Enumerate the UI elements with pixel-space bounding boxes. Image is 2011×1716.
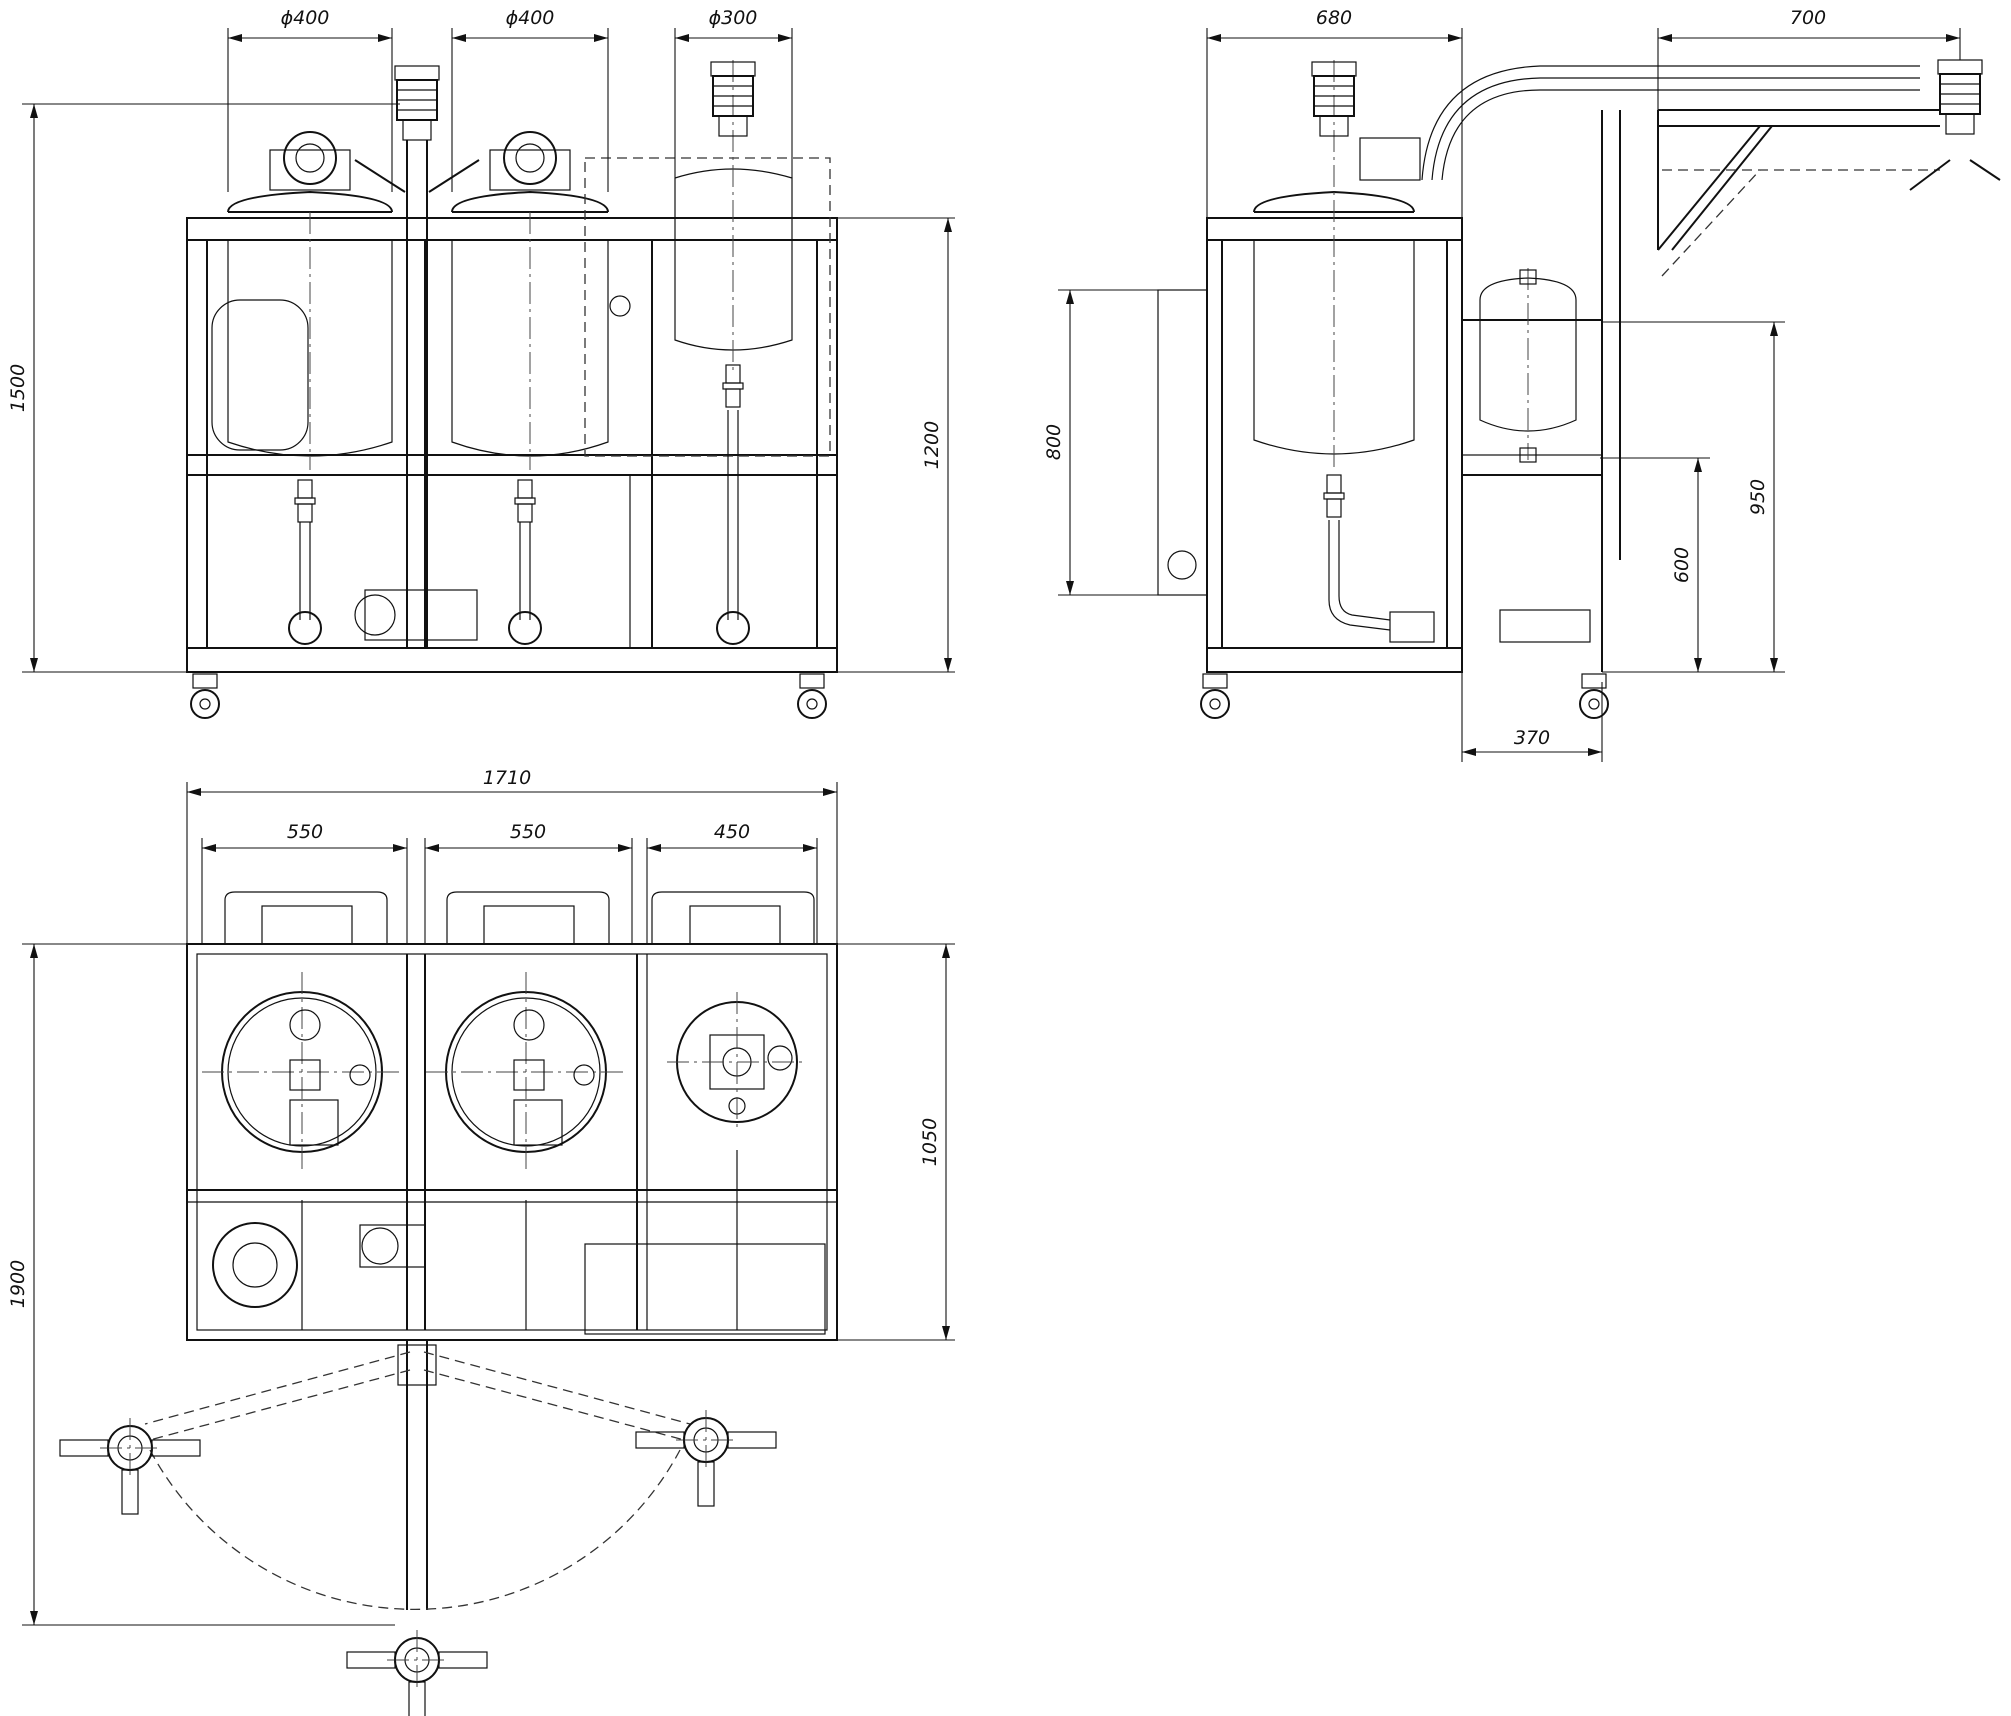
- plan-swing-arm: [59, 1340, 777, 1716]
- caster-wheel: [1200, 673, 1230, 719]
- arm-mixer-motor-icon: [1937, 59, 1983, 135]
- mixing-column: [354, 65, 480, 648]
- dim-front-tank2: ϕ400: [506, 7, 555, 29]
- dim-side-pump-offset: 370: [1514, 727, 1550, 749]
- front-dimensions: ϕ400 ϕ400 ϕ300 1500 1200: [7, 7, 955, 673]
- side-pump-2: [1499, 609, 1591, 643]
- mixing-head-icon: [346, 1629, 488, 1716]
- valve-icon: [514, 479, 536, 523]
- plan-tank-2: [426, 972, 626, 1172]
- dim-front-frame-height: 1200: [921, 421, 943, 469]
- dim-side-arm-reach: 700: [1790, 7, 1826, 29]
- mixing-head-icon: [635, 1409, 777, 1507]
- side-view: 680 700 800 950 600: [1043, 7, 2001, 762]
- dim-plan-frame-depth: 1050: [919, 1118, 941, 1166]
- mixing-head-icon: [59, 1417, 201, 1515]
- dim-plan-overall-depth: 1900: [7, 1260, 29, 1308]
- side-tank: [1253, 60, 1435, 643]
- tank-1: [211, 131, 393, 645]
- motor-icon: [513, 1099, 563, 1146]
- dim-side-arm-height: 950: [1747, 479, 1769, 515]
- tank-2: [451, 131, 609, 645]
- dim-plan-bay1: 550: [287, 821, 323, 843]
- plan-dimensions: 1710 550 550 450 1050: [7, 767, 955, 1626]
- valve-icon: [1323, 474, 1345, 518]
- dim-plan-overall-width: 1710: [483, 767, 531, 789]
- pump-icon: [716, 611, 750, 645]
- dim-plan-bay3: 450: [714, 821, 750, 843]
- dim-side-pump-height: 600: [1671, 547, 1693, 583]
- side-small-tank: [1479, 268, 1591, 643]
- valve-icon: [294, 479, 316, 523]
- plan-view: 1710 550 550 450 1050: [7, 767, 955, 1716]
- side-pump: [1389, 611, 1435, 643]
- pump-icon: [288, 611, 322, 645]
- dim-side-depth: 680: [1316, 7, 1352, 29]
- valve-icon: [722, 364, 744, 408]
- plan-tank-1: [202, 972, 402, 1172]
- plan-pump-motor: [212, 1222, 298, 1308]
- plan-metering-pump: [359, 1224, 426, 1268]
- front-frame: [186, 217, 838, 673]
- plan-frame: [186, 943, 838, 1341]
- tank-3: [584, 60, 831, 645]
- pump-icon: [508, 611, 542, 645]
- side-arm: [1421, 59, 2001, 277]
- motor-icon: [289, 1099, 339, 1146]
- dim-front-tank1: ϕ400: [281, 7, 330, 29]
- front-view: ϕ400 ϕ400 ϕ300 1500 1200: [7, 7, 955, 719]
- dim-side-panel-height: 800: [1043, 424, 1065, 460]
- plan-tank-3: [667, 992, 807, 1132]
- mixer-motor-icon: [394, 65, 440, 141]
- dim-plan-bay2: 550: [510, 821, 546, 843]
- caster-wheel: [797, 673, 827, 719]
- side-dimensions: 680 700 800 950 600: [1043, 7, 1961, 762]
- metering-pump: [364, 589, 478, 641]
- reducer-icon: [283, 131, 337, 185]
- caster-wheel: [1579, 673, 1609, 719]
- dim-front-overall-height: 1500: [7, 364, 29, 412]
- control-panel: [1157, 289, 1208, 596]
- dim-front-tank3: ϕ300: [709, 7, 758, 29]
- caster-wheel: [190, 673, 220, 719]
- reducer-icon: [503, 131, 557, 185]
